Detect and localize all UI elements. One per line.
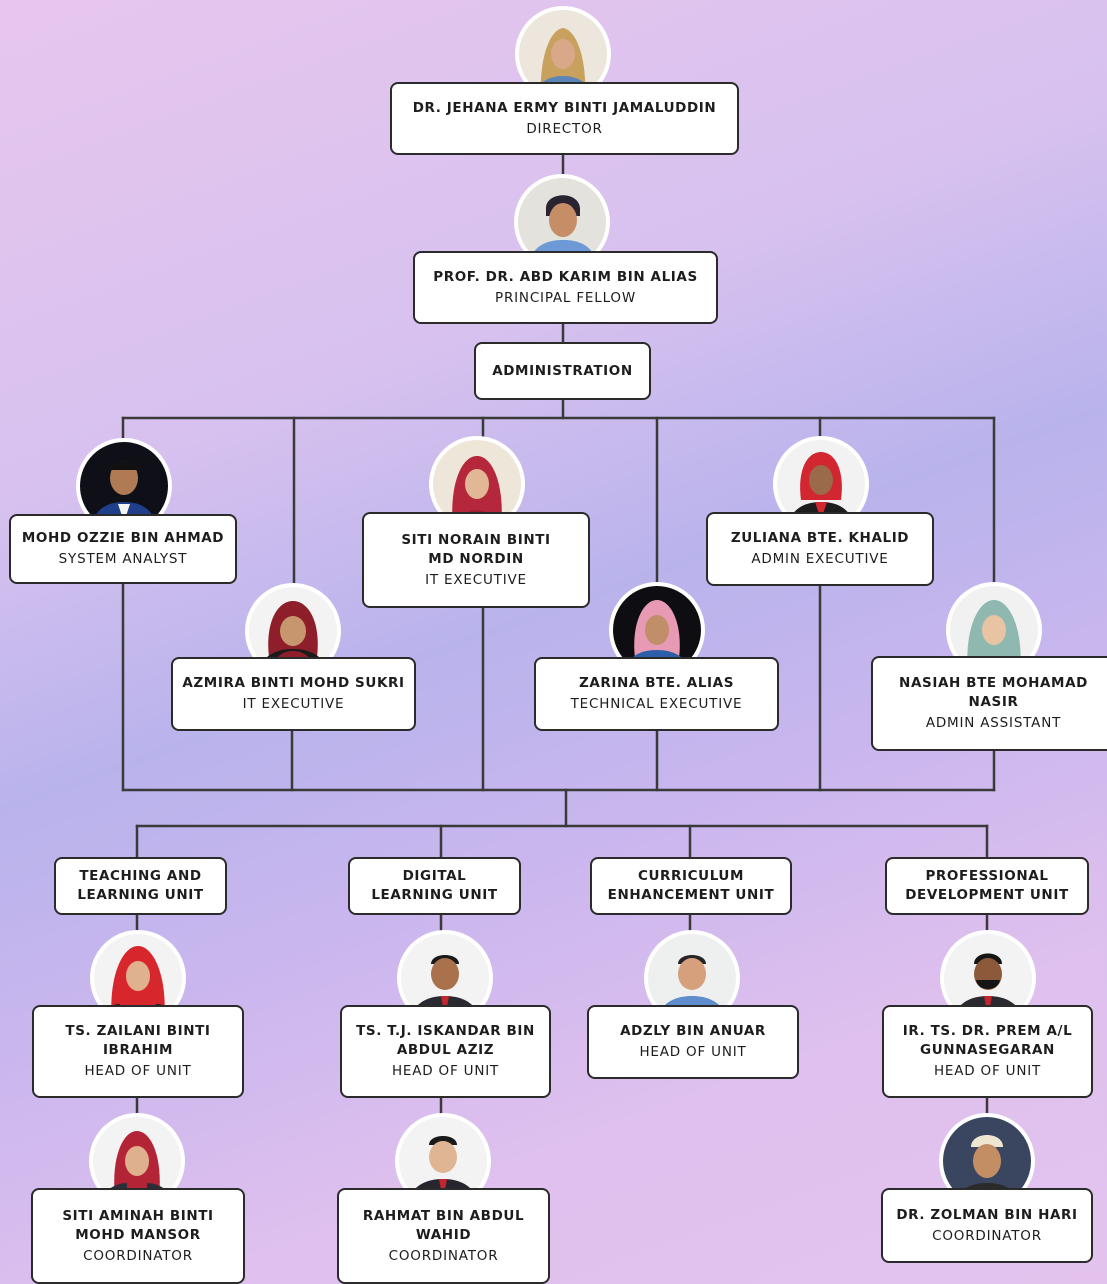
prem-name-line2: GUNNASEGARAN <box>920 1042 1055 1058</box>
digital-learning-unit: DIGITAL LEARNING UNIT <box>348 857 521 915</box>
zolman-role: COORDINATOR <box>932 1227 1042 1244</box>
ozzie-card: MOHD OZZIE BIN AHMAD SYSTEM ANALYST <box>9 514 237 584</box>
curriculum-enhancement-unit: CURRICULUM ENHANCEMENT UNIT <box>590 857 792 915</box>
curriculum-unit-label-line2: ENHANCEMENT UNIT <box>607 887 775 903</box>
teaching-learning-unit: TEACHING AND LEARNING UNIT <box>54 857 227 915</box>
rahmat-role: COORDINATOR <box>388 1247 499 1264</box>
zarina-card: ZARINA BTE. ALIAS TECHNICAL EXECUTIVE <box>534 657 779 731</box>
nasiah-name-line2: NASIR <box>968 694 1019 710</box>
zailani-name-line2: IBRAHIM <box>102 1042 174 1058</box>
rahmat-name-line1: RAHMAT BIN ABDUL <box>362 1207 525 1224</box>
iskandar-card: TS. T.J. ISKANDAR BIN ABDUL AZIZ HEAD OF… <box>340 1005 551 1098</box>
nasiah-name-line1: NASIAH BTE MOHAMAD <box>899 675 1088 691</box>
curriculum-unit-label-line1: CURRICULUM <box>637 868 745 884</box>
azmira-role: IT EXECUTIVE <box>242 696 345 712</box>
professional-development-unit: PROFESSIONAL DEVELOPMENT UNIT <box>885 857 1089 915</box>
siti-norain-card: SITI NORAIN BINTI MD NORDIN IT EXECUTIVE <box>362 512 590 608</box>
adzly-card: ADZLY BIN ANUAR HEAD OF UNIT <box>587 1005 799 1079</box>
zailani-card: TS. ZAILANI BINTI IBRAHIM HEAD OF UNIT <box>32 1005 244 1098</box>
zarina-role: TECHNICAL EXECUTIVE <box>570 696 743 712</box>
zailani-role: HEAD OF UNIT <box>84 1063 192 1079</box>
siti-norain-role: IT EXECUTIVE <box>425 571 527 588</box>
prem-card: IR. TS. DR. PREM A/L GUNNASEGARAN HEAD O… <box>882 1005 1093 1098</box>
zuliana-role: ADMIN EXECUTIVE <box>751 551 889 567</box>
teaching-unit-label-line1: TEACHING AND <box>79 868 202 884</box>
zuliana-card: ZULIANA BTE. KHALID ADMIN EXECUTIVE <box>706 512 934 586</box>
zolman-name: DR. ZOLMAN BIN HARI <box>896 1206 1078 1223</box>
director-card: DR. JEHANA ERMY BINTI JAMALUDDIN DIRECTO… <box>390 82 739 155</box>
rahmat-card: RAHMAT BIN ABDUL WAHID COORDINATOR <box>337 1188 550 1284</box>
siti-aminah-name-line2: MOHD MANSOR <box>75 1226 201 1243</box>
fellow-card: PROF. DR. ABD KARIM BIN ALIAS PRINCIPAL … <box>413 251 718 324</box>
zolman-card: DR. ZOLMAN BIN HARI COORDINATOR <box>881 1188 1093 1263</box>
prem-role: HEAD OF UNIT <box>933 1063 1042 1079</box>
iskandar-name-line1: TS. T.J. ISKANDAR BIN <box>356 1023 535 1039</box>
fellow-name: PROF. DR. ABD KARIM BIN ALIAS <box>433 268 698 285</box>
nasiah-role: ADMIN ASSISTANT <box>925 715 1062 731</box>
director-role: DIRECTOR <box>526 120 603 137</box>
zailani-name-line1: TS. ZAILANI BINTI <box>65 1023 211 1039</box>
professional-unit-label-line2: DEVELOPMENT UNIT <box>905 887 1069 903</box>
azmira-card: AZMIRA BINTI MOHD SUKRI IT EXECUTIVE <box>171 657 416 731</box>
siti-norain-name-line2: MD NORDIN <box>428 550 524 567</box>
adzly-role: HEAD OF UNIT <box>639 1044 747 1060</box>
director-name: DR. JEHANA ERMY BINTI JAMALUDDIN <box>412 99 717 116</box>
fellow-role: PRINCIPAL FELLOW <box>495 289 636 306</box>
rahmat-name-line2: WAHID <box>415 1226 472 1243</box>
prem-name-line1: IR. TS. DR. PREM A/L <box>902 1023 1073 1039</box>
nasiah-card: NASIAH BTE MOHAMAD NASIR ADMIN ASSISTANT <box>871 656 1107 751</box>
siti-aminah-name-line1: SITI AMINAH BINTI <box>62 1207 214 1224</box>
digital-unit-label-line2: LEARNING UNIT <box>371 887 498 903</box>
azmira-name: AZMIRA BINTI MOHD SUKRI <box>182 675 405 691</box>
siti-aminah-role: COORDINATOR <box>83 1247 193 1264</box>
professional-unit-label-line1: PROFESSIONAL <box>925 868 1049 884</box>
administration-box: ADMINISTRATION <box>474 342 651 400</box>
siti-aminah-card: SITI AMINAH BINTI MOHD MANSOR COORDINATO… <box>31 1188 245 1284</box>
zuliana-name: ZULIANA BTE. KHALID <box>730 530 910 546</box>
siti-norain-name-line1: SITI NORAIN BINTI <box>401 531 551 548</box>
teaching-unit-label-line2: LEARNING UNIT <box>77 887 204 903</box>
administration-label: ADMINISTRATION <box>492 362 633 379</box>
iskandar-name-line2: ABDUL AZIZ <box>396 1042 495 1058</box>
zarina-name: ZARINA BTE. ALIAS <box>578 675 735 691</box>
adzly-name: ADZLY BIN ANUAR <box>620 1023 766 1039</box>
digital-unit-label-line1: DIGITAL <box>402 868 467 884</box>
iskandar-role: HEAD OF UNIT <box>391 1063 500 1079</box>
ozzie-role: SYSTEM ANALYST <box>58 551 188 567</box>
ozzie-name: MOHD OZZIE BIN AHMAD <box>21 530 225 546</box>
